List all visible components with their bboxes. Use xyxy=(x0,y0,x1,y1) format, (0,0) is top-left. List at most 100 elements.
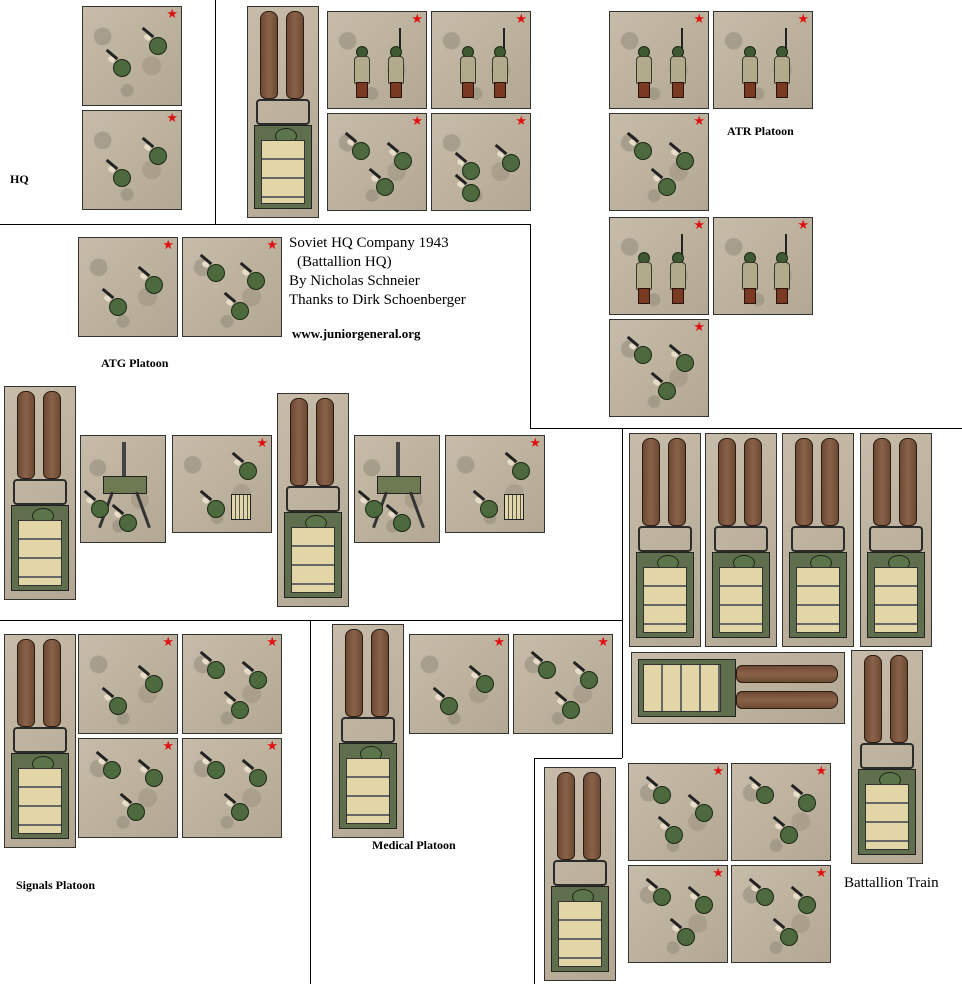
horse-figure xyxy=(345,629,363,717)
counter-signals-1[interactable]: ★ xyxy=(78,634,178,734)
counter-atr-2[interactable]: ★ xyxy=(431,11,531,109)
soldier-figure xyxy=(780,928,798,946)
soldier-figure xyxy=(113,59,131,77)
horse-cart-counter[interactable] xyxy=(782,433,854,647)
cart-body xyxy=(858,769,916,855)
cart-body xyxy=(339,743,397,829)
horse-cart-counter[interactable] xyxy=(544,767,616,981)
red-star-icon: ★ xyxy=(797,218,809,233)
counter-signals-4[interactable]: ★ xyxy=(182,738,282,838)
red-star-icon: ★ xyxy=(493,635,505,650)
sheet-subtitle: (Battallion HQ) xyxy=(297,254,392,270)
soldier-figure xyxy=(462,184,480,202)
soldier-figure xyxy=(658,178,676,196)
red-star-icon: ★ xyxy=(266,238,278,253)
soldier-figure xyxy=(393,514,411,532)
counter-train-infantry[interactable]: ★ xyxy=(731,865,831,963)
red-star-icon: ★ xyxy=(162,739,174,754)
harness xyxy=(553,860,607,886)
anti-tank-gun xyxy=(81,436,165,542)
soldier-figure xyxy=(658,382,676,400)
horse-cart-counter[interactable] xyxy=(4,634,76,848)
soldier-figure xyxy=(676,152,694,170)
divider xyxy=(0,620,622,621)
horse-cart-counter[interactable] xyxy=(277,393,349,607)
horse-figure xyxy=(557,772,575,860)
counter-infantry[interactable]: ★ xyxy=(609,319,709,417)
counter-atr-6[interactable]: ★ xyxy=(713,217,813,315)
soldier-figure xyxy=(231,302,249,320)
horse-figure xyxy=(17,639,35,727)
horse-figure xyxy=(736,665,838,683)
counter-atg-gun[interactable] xyxy=(80,435,166,543)
rifleman-standing xyxy=(636,46,652,98)
horse-figure xyxy=(736,691,838,709)
counter-atr-3[interactable]: ★ xyxy=(609,11,709,109)
soldier-figure xyxy=(207,500,225,518)
counter-medical-1[interactable]: ★ xyxy=(409,634,509,734)
soldier-figure xyxy=(480,500,498,518)
soldier-figure xyxy=(394,152,412,170)
soldier-figure xyxy=(231,803,249,821)
soldier-figure xyxy=(502,154,520,172)
counter-atg-gun[interactable] xyxy=(354,435,440,543)
horse-cart-counter[interactable] xyxy=(4,386,76,600)
horse-figure xyxy=(795,438,813,526)
soldier-figure xyxy=(149,37,167,55)
counter-train-infantry[interactable]: ★ xyxy=(628,865,728,963)
harness xyxy=(286,486,340,512)
counter-infantry[interactable]: ★ xyxy=(327,113,427,211)
soldier-figure xyxy=(207,264,225,282)
soldier-figure xyxy=(798,794,816,812)
cart-bed xyxy=(18,768,62,834)
counter-atg-2[interactable]: ★ xyxy=(182,237,282,337)
red-star-icon: ★ xyxy=(693,12,705,27)
horse-figure xyxy=(583,772,601,860)
counter-atg-1[interactable]: ★ xyxy=(78,237,178,337)
cart-body xyxy=(638,659,736,717)
horse-cart-counter[interactable] xyxy=(629,433,701,647)
counter-atr-5[interactable]: ★ xyxy=(609,217,709,315)
soldier-figure xyxy=(653,888,671,906)
cart-bed xyxy=(865,784,909,850)
soldier-figure xyxy=(109,697,127,715)
horse-cart-counter[interactable] xyxy=(851,650,923,864)
counter-signals-2[interactable]: ★ xyxy=(182,634,282,734)
counter-signals-3[interactable]: ★ xyxy=(78,738,178,838)
red-star-icon: ★ xyxy=(266,739,278,754)
counter-train-infantry[interactable]: ★ xyxy=(628,763,728,861)
soldier-figure xyxy=(562,701,580,719)
counter-atg-crew[interactable]: ★ xyxy=(445,435,545,533)
horse-cart-counter[interactable] xyxy=(332,624,404,838)
soldier-figure xyxy=(145,675,163,693)
horse-cart-counter[interactable] xyxy=(247,6,319,218)
counter-atg-crew[interactable]: ★ xyxy=(172,435,272,533)
cart-body xyxy=(712,552,770,638)
rifleman-standing xyxy=(670,28,686,98)
counter-train-infantry[interactable]: ★ xyxy=(731,763,831,861)
counter-medical-2[interactable]: ★ xyxy=(513,634,613,734)
counter-infantry[interactable]: ★ xyxy=(609,113,709,211)
counter-hq-1[interactable]: ★ xyxy=(82,6,182,106)
soldier-figure xyxy=(653,786,671,804)
soldier-figure xyxy=(512,462,530,480)
horse-figure xyxy=(890,655,908,743)
red-star-icon: ★ xyxy=(266,635,278,650)
counter-atr-1[interactable]: ★ xyxy=(327,11,427,109)
harness xyxy=(869,526,923,552)
divider xyxy=(0,224,530,225)
horse-cart-counter[interactable] xyxy=(860,433,932,647)
soldier-figure xyxy=(665,826,683,844)
cart-body xyxy=(284,512,342,598)
red-star-icon: ★ xyxy=(256,436,268,451)
website-url[interactable]: www.juniorgeneral.org xyxy=(292,326,421,341)
horse-cart-counter[interactable] xyxy=(705,433,777,647)
horse-cart-counter-horizontal[interactable] xyxy=(631,652,845,724)
red-star-icon: ★ xyxy=(815,764,827,779)
soldier-figure xyxy=(695,804,713,822)
counter-hq-2[interactable]: ★ xyxy=(82,110,182,210)
counter-infantry[interactable]: ★ xyxy=(431,113,531,211)
cart-bed xyxy=(291,527,335,593)
counter-atr-4[interactable]: ★ xyxy=(713,11,813,109)
divider xyxy=(530,428,962,429)
